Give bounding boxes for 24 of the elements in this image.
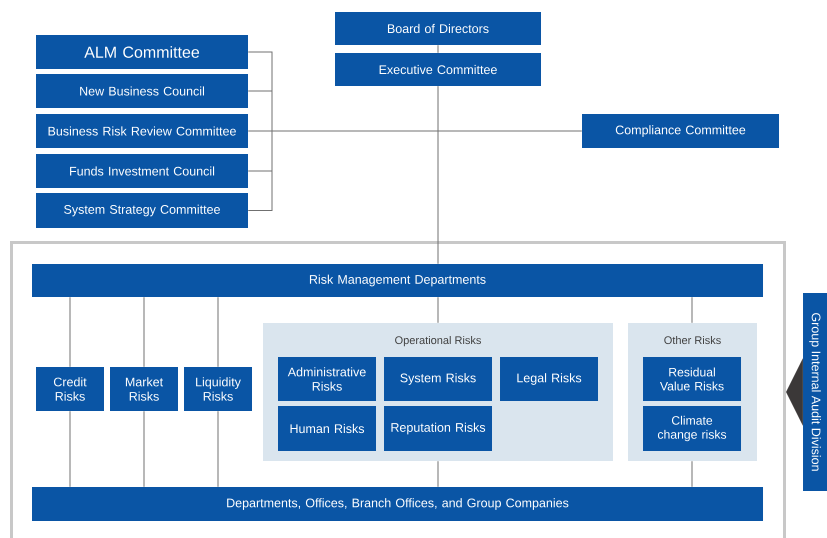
risk-box: Human Risks [278, 406, 376, 451]
committee-box: Compliance Committee [582, 114, 779, 148]
risk-box: Climate change risks [643, 406, 741, 451]
risk-box: Residual Value Risks [643, 357, 741, 401]
org-box: Board of Directors [335, 12, 541, 45]
committee-box: Funds Investment Council [36, 154, 248, 188]
risk-box: Credit Risks [36, 367, 104, 411]
committee-box: ALM Committee [36, 35, 248, 69]
committee-box: Business Risk Review Committee [36, 114, 248, 148]
risk-box: Market Risks [110, 367, 178, 411]
risk-box: Administrative Risks [278, 357, 376, 401]
arrow [786, 358, 804, 426]
risk-box: System Risks [384, 357, 492, 401]
department-bar: Risk Management Departments [32, 264, 763, 297]
boundary-frame [10, 241, 786, 538]
department-bar: Departments, Offices, Branch Offices, and Group Companies [32, 487, 763, 521]
committee-box: System Strategy Committee [36, 193, 248, 228]
risk-box: Liquidity Risks [184, 367, 252, 411]
committee-box: New Business Council [36, 74, 248, 108]
bracket-connector [248, 52, 582, 211]
risk-box: Legal Risks [500, 357, 598, 401]
audit-box: Group Internal Audit Division [803, 293, 827, 491]
org-box: Executive Committee [335, 53, 541, 86]
risk-box: Reputation Risks [384, 406, 492, 451]
